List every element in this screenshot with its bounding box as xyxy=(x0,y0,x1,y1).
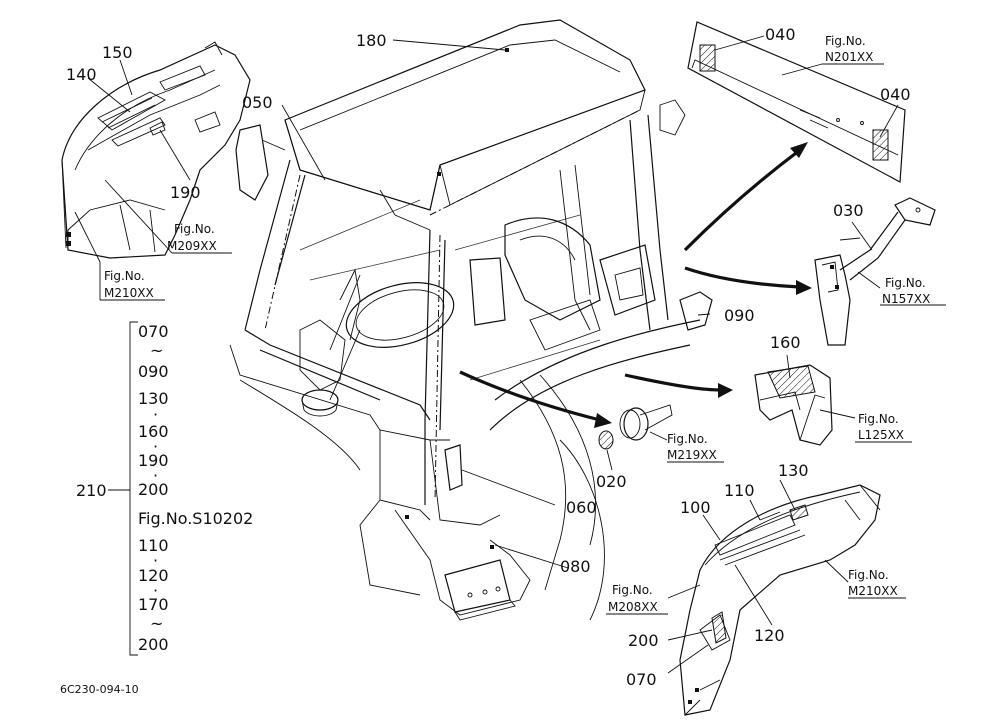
fig-ref-m208: M208XX xyxy=(608,600,658,614)
fig-label-m210-right: Fig.No. xyxy=(848,568,889,582)
callout-110: 110 xyxy=(724,481,755,500)
assembly-item: 120 xyxy=(138,566,169,585)
left-fender-drawing xyxy=(61,41,251,301)
assembly-item: · xyxy=(153,405,158,424)
fig-label-m208: Fig.No. xyxy=(612,583,653,597)
right-fender-drawing xyxy=(606,479,906,716)
callout-160: 160 xyxy=(770,333,801,352)
assembly-item: 110 xyxy=(138,536,169,555)
bracket-030-drawing xyxy=(814,197,946,346)
assembly-item: ~ xyxy=(150,614,163,633)
assembly-item: · xyxy=(153,466,158,485)
assembly-item: Fig.No.S10202 xyxy=(138,509,253,528)
fig-label-m219: Fig.No. xyxy=(667,432,708,446)
knob-020-drawing xyxy=(598,404,724,471)
assembly-item: 090 xyxy=(138,362,169,381)
callout-020: 020 xyxy=(596,472,627,491)
fig-ref-n201: N201XX xyxy=(825,50,873,64)
callout-040-right: 040 xyxy=(880,85,911,104)
callout-100: 100 xyxy=(680,498,711,517)
fig-label-n157: Fig.No. xyxy=(885,276,926,290)
assembly-210-list: 210 070 ~ 090 130 · 160 · 190 · 200 Fig.… xyxy=(76,322,253,654)
fig-label-n201: Fig.No. xyxy=(825,34,866,48)
assembly-item: 200 xyxy=(138,480,169,499)
callout-130: 130 xyxy=(778,461,809,480)
assembly-item: · xyxy=(153,551,158,570)
callout-070: 070 xyxy=(626,670,657,689)
fig-ref-n157: N157XX xyxy=(882,292,930,306)
callout-120: 120 xyxy=(754,626,785,645)
cab-assembly-drawing xyxy=(229,19,713,621)
fig-label-m209: Fig.No. xyxy=(174,222,215,236)
callout-190: 190 xyxy=(170,183,201,202)
fig-label-m210-left: Fig.No. xyxy=(104,269,145,283)
fig-label-l125: Fig.No. xyxy=(858,412,899,426)
figure-references: Fig.No. M209XX Fig.No. M210XX Fig.No. N2… xyxy=(104,34,930,614)
callout-090: 090 xyxy=(724,306,755,325)
callout-050: 050 xyxy=(242,93,273,112)
fig-ref-m209: M209XX xyxy=(167,239,217,253)
assembly-item: 130 xyxy=(138,389,169,408)
assembly-210-bracket xyxy=(108,321,138,656)
fig-ref-m210-right: M210XX xyxy=(848,584,898,598)
callout-180: 180 xyxy=(356,31,387,50)
callout-030: 030 xyxy=(833,201,864,220)
callout-arrows xyxy=(459,142,812,428)
assembly-item: 200 xyxy=(138,635,169,654)
pad-160-drawing xyxy=(754,354,912,446)
fig-ref-m210-left: M210XX xyxy=(104,286,154,300)
fig-ref-m219: M219XX xyxy=(667,448,717,462)
callout-150: 150 xyxy=(102,43,133,62)
assembly-210-number: 210 xyxy=(76,481,107,500)
panel-040-drawing xyxy=(687,21,906,183)
drawing-code: 6C230-094-10 xyxy=(60,683,139,696)
assembly-item: · xyxy=(153,437,158,456)
assembly-item: 070 xyxy=(138,322,169,341)
assembly-item: 170 xyxy=(138,595,169,614)
callout-200: 200 xyxy=(628,631,659,650)
callout-140: 140 xyxy=(66,65,97,84)
assembly-item: ~ xyxy=(150,341,163,360)
callout-080: 080 xyxy=(560,557,591,576)
fig-ref-l125: L125XX xyxy=(858,428,904,442)
assembly-item: · xyxy=(153,581,158,600)
callout-040-top: 040 xyxy=(765,25,796,44)
callout-060: 060 xyxy=(566,498,597,517)
callout-labels: 180 050 150 140 190 040 040 030 090 160 … xyxy=(66,25,911,689)
assembly-item: 160 xyxy=(138,422,169,441)
assembly-item: 190 xyxy=(138,451,169,470)
